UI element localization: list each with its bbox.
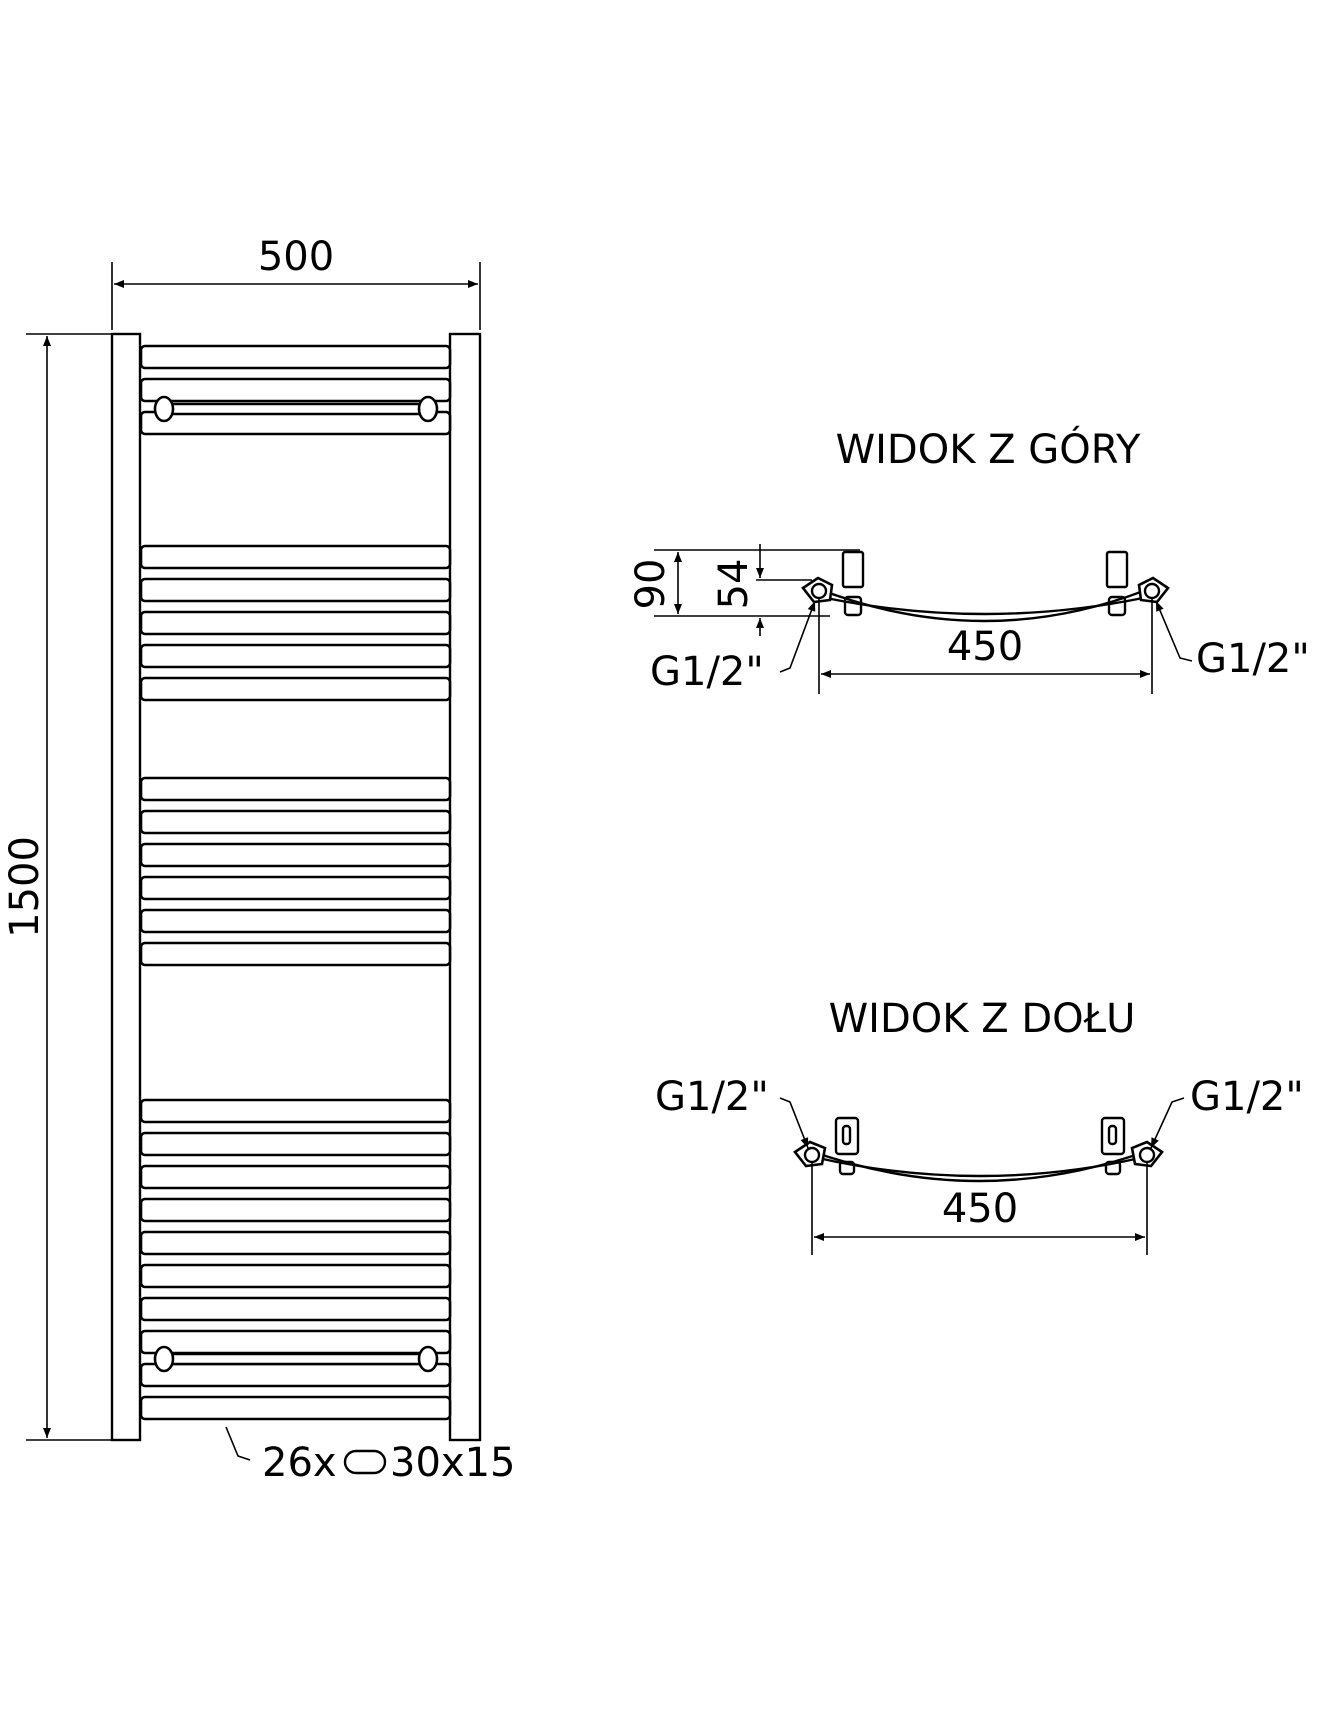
left-collector-pipe (110, 332, 142, 1442)
bottom-view: WIDOK Z DOŁU 450 G1/2" G1/2" (655, 996, 1304, 1255)
radiator-rail (139, 908, 452, 934)
bracket-knob-left (153, 1345, 175, 1373)
collector-end-right (1130, 1140, 1164, 1168)
bottom-connection-left: G1/2" (655, 1074, 769, 1120)
depth-inner-label: 54 (711, 559, 757, 610)
top-connection-right: G1/2" (1196, 636, 1310, 682)
height-label: 1500 (2, 836, 48, 938)
radiator-rail (139, 809, 452, 835)
radiator-rail (139, 577, 452, 603)
oval-tube-icon (343, 1449, 387, 1475)
bracket-knob-left (153, 395, 175, 423)
radiator-rail (139, 1164, 452, 1190)
radiator-rail (139, 1197, 452, 1223)
bracket-knob-right (417, 1345, 439, 1373)
connection-leader-right (1155, 600, 1193, 662)
wall-bracket-left (841, 550, 865, 589)
wall-bracket-right (1100, 1116, 1126, 1156)
radiator-rail (139, 842, 452, 868)
radiator-curve-inner (817, 1156, 1141, 1178)
width-label: 500 (258, 234, 334, 280)
radiator-rail (139, 1296, 452, 1322)
radiator-rail (139, 941, 452, 967)
radiator-rail (139, 875, 452, 901)
connection-leader-left (779, 600, 816, 673)
top-view-title: WIDOK Z GÓRY (836, 425, 1141, 473)
radiator-rail (139, 1395, 452, 1421)
bracket-knob-right (417, 395, 439, 423)
tube-callout-leader (225, 1426, 251, 1461)
front-view: 500 1500 26x 30x15 (2, 234, 515, 1486)
bracket-foot-left (843, 595, 863, 617)
top-view: WIDOK Z GÓRY 90 54 450 G1/2" G1/2" (628, 425, 1310, 695)
bottom-connection-right: G1/2" (1190, 1074, 1304, 1120)
radiator-rail (139, 776, 452, 802)
radiator-rail (139, 676, 452, 702)
wall-bracket-left (834, 1116, 860, 1156)
top-connection-left: G1/2" (650, 649, 764, 695)
radiator-rail (139, 1263, 452, 1289)
depth-outer-label: 90 (628, 559, 674, 610)
radiator-curve-inner (825, 596, 1144, 616)
bracket-foot-right (1107, 595, 1127, 617)
bottom-view-title: WIDOK Z DOŁU (829, 996, 1136, 1042)
radiator-rail (139, 1362, 452, 1388)
bracket-slot-right (1107, 1124, 1118, 1146)
wall-bracket-right (1105, 550, 1129, 589)
bracket-slot-left (841, 1124, 852, 1146)
radiator-rail (139, 544, 452, 570)
radiator-rail (139, 643, 452, 669)
tube-count: 26x (262, 1440, 337, 1486)
radiator-rail (139, 610, 452, 636)
tube-size: 30x15 (390, 1440, 515, 1486)
connection-leader-right (1150, 1097, 1185, 1149)
radiator-rail (139, 1329, 452, 1355)
radiator-rail (139, 1230, 452, 1256)
right-collector-pipe (448, 332, 482, 1442)
bottom-spacing-label: 450 (942, 1186, 1018, 1232)
radiator-rail (139, 344, 452, 370)
top-mounting-bracket (153, 395, 439, 423)
radiator-rail (139, 377, 452, 403)
bottom-mounting-bracket (153, 1345, 439, 1373)
top-spacing-label: 450 (947, 624, 1023, 670)
rails-group (139, 344, 452, 1421)
radiator-rail (139, 1131, 452, 1157)
radiator-rail (139, 1098, 452, 1124)
connection-leader-left (779, 1097, 809, 1149)
